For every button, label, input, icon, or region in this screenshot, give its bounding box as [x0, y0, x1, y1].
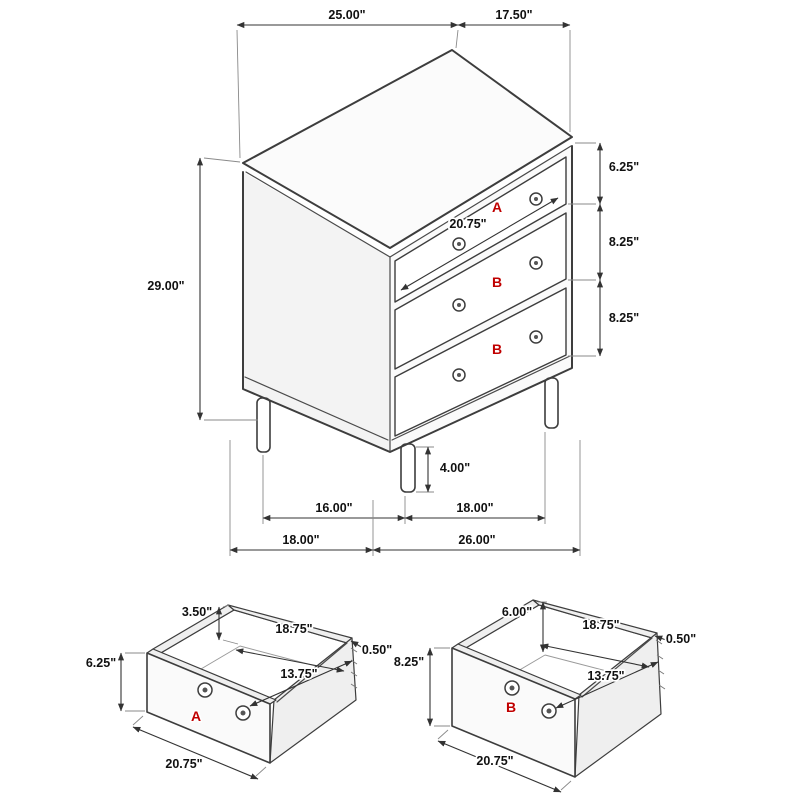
rear-left-leg [256, 397, 271, 453]
drawer-a-detail-view: A 3.50" 18.75" 0.50" 6.25" 13.75" 20.75" [84, 603, 394, 780]
dim-a-interior-width: 18.75" [275, 622, 312, 636]
dim-a-interior-depth: 13.75" [280, 667, 317, 681]
bottom-rail-edge [244, 355, 571, 441]
dim-line-b-interior-depth [555, 661, 659, 709]
drawer-b1-letter: B [492, 274, 502, 290]
dim-b-side-wall-height: 6.00" [502, 605, 532, 619]
dim-leg-spacing-front: 18.00" [456, 501, 493, 515]
dim-drawer-b1-height: 8.25" [609, 235, 639, 249]
drawer-b2-letter: B [492, 341, 502, 357]
dim-b-interior-depth: 13.75" [587, 669, 624, 683]
dim-a-side-wall-height: 3.50" [182, 605, 212, 619]
drawer-b-detail-letter: B [506, 699, 516, 715]
dim-line-b-front-width [437, 740, 562, 793]
dim-drawer-front-width: 20.75" [449, 217, 486, 231]
dim-a-front-panel-width: 20.75" [165, 757, 202, 771]
dim-line-a-front-width [132, 726, 259, 780]
top-face-outline [242, 49, 573, 249]
dim-leader-b-wall-thickness [654, 635, 667, 642]
drawer-b-endgrain-hatch [655, 639, 666, 690]
dim-line-drawer-width [400, 197, 559, 291]
chest-top-face [243, 50, 572, 248]
dim-drawer-b2-height: 8.25" [609, 311, 639, 325]
drawer-b-detail-view: B 6.00" 18.75" 0.50" 8.25" 13.75" 20.75" [392, 599, 698, 793]
drawer-b2-front [394, 287, 567, 437]
main-view-dimensions: 25.00" 17.50" 29.00" 6.25" 8.25" 8.25" 2… [146, 6, 641, 556]
dim-line-a-interior-depth [249, 660, 353, 707]
drawer-a-detail-letter: A [191, 708, 201, 724]
main-view-chest: A B B [242, 49, 573, 493]
dim-b-front-panel-height: 8.25" [394, 655, 424, 669]
dim-drawer-a-height: 6.25" [609, 160, 639, 174]
dim-leader-a-wall-thickness [350, 640, 364, 649]
dim-a-wall-thickness: 0.50" [362, 643, 392, 657]
drawer-a-letter: A [492, 199, 502, 215]
dim-b-interior-width: 18.75" [582, 618, 619, 632]
chest-left-face [243, 172, 390, 452]
dim-overall-depth: 18.00" [282, 533, 319, 547]
dim-b-front-panel-width: 20.75" [476, 754, 513, 768]
dim-top-depth: 17.50" [495, 8, 532, 22]
dim-leg-height: 4.00" [440, 461, 470, 475]
drawer-a-endgrain-hatch [350, 647, 358, 689]
dim-a-front-panel-height: 6.25" [86, 656, 116, 670]
dim-overall-height: 29.00" [147, 279, 184, 293]
dim-overall-width: 26.00" [458, 533, 495, 547]
dim-leg-spacing-side: 16.00" [315, 501, 352, 515]
front-right-leg [544, 377, 559, 429]
front-near-leg [400, 443, 416, 493]
dim-top-width: 25.00" [328, 8, 365, 22]
dim-b-wall-thickness: 0.50" [666, 632, 696, 646]
